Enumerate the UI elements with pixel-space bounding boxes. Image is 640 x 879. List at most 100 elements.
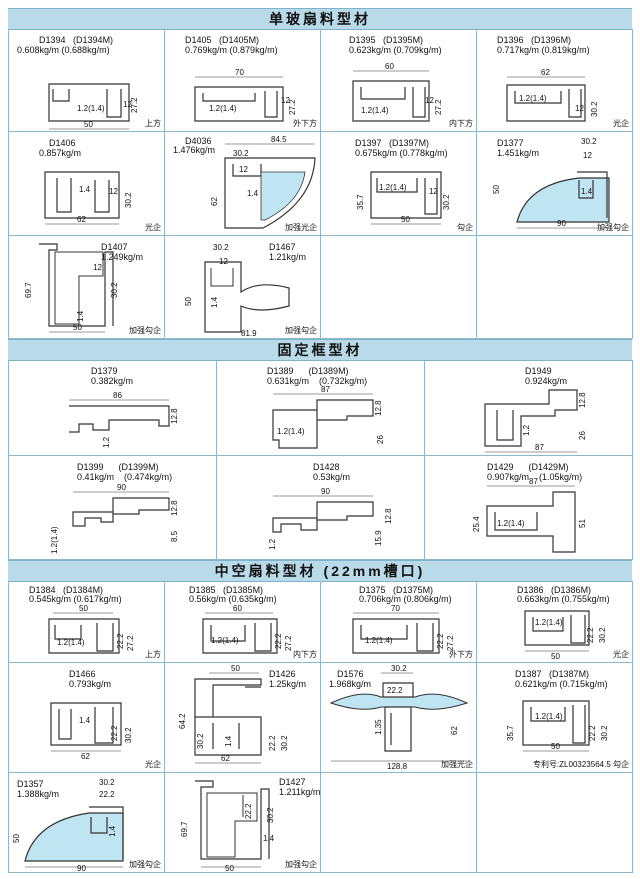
dim-label: 70 [235, 68, 244, 77]
dim-label: 1.2 [102, 436, 111, 448]
dim-label: 22.2 [268, 735, 277, 751]
dim-label: 1.4 [210, 296, 219, 308]
profile-drawing: 86 12.8 1.2 [69, 391, 179, 448]
profile-code: D1377 [497, 138, 524, 148]
dim-label: 25.4 [472, 516, 481, 532]
dim-label: 30.2 [442, 194, 451, 210]
dim-label: 128.8 [387, 762, 408, 771]
profile-cell: D1427 1.211kg/m 69.7 30.2 22.2 1.4 50 加强… [165, 773, 321, 873]
profile-code: D1379 [91, 366, 118, 376]
dim-label: 22.2 [110, 725, 119, 741]
profile-code: D4036 [185, 136, 212, 146]
profile-drawing: 70 1.2(1.4) 12 27.2 [194, 68, 297, 122]
dim-label: 1.2(1.4) [277, 427, 305, 436]
dim-label: 12 [219, 257, 228, 266]
dim-label: 15.9 [374, 530, 383, 546]
profile-note: 加强勾企 [129, 860, 161, 869]
profile-weight: 1.388kg/m [17, 789, 60, 799]
dim-label: 50 [551, 652, 560, 661]
section-title-fixed-frame: 固定框型材 [8, 339, 632, 361]
dim-label: 12.8 [170, 500, 179, 516]
dim-label: 22.2 [586, 627, 595, 643]
profile-weight: 1.211kg/m [279, 787, 321, 797]
dim-label: 12 [109, 187, 118, 196]
dim-label: 30.2 [391, 664, 407, 673]
dim-label: 69.7 [24, 282, 33, 298]
dim-label: 62 [81, 752, 90, 761]
dim-label: 30.2 [598, 627, 607, 643]
profile-cell: D1406 0.857kg/m 1.4 12 30.2 62 光企 [9, 132, 165, 236]
profile-drawing: 87 12.8 1.2(1.4) 26 [272, 385, 385, 449]
profile-code: D1428 [313, 462, 340, 472]
dim-label: 62 [541, 68, 550, 77]
profile-weight: 1.476kg/m [173, 145, 216, 155]
dim-label: 12 [583, 151, 592, 160]
dim-label: 1.2(1.4) [497, 519, 525, 528]
dim-label: 1.4 [263, 834, 275, 843]
profile-cell-empty [477, 236, 633, 339]
dim-label: 62 [77, 215, 86, 224]
profile-note: 加强勾企 [285, 326, 317, 335]
dim-label: 50 [12, 834, 21, 843]
dim-label: 30.2 [124, 192, 133, 208]
dim-label: 27.2 [434, 99, 443, 115]
profile-drawing: 30.2 22.2 1.35 62 128.8 [329, 664, 469, 771]
profile-drawing: 60 1.2(1.4) 12 27.2 [352, 62, 443, 122]
dim-label: 27.2 [126, 635, 135, 651]
dim-label: 50 [492, 185, 501, 194]
dim-label: 1.2(1.4) [379, 183, 407, 192]
dim-label: 60 [385, 62, 394, 71]
dim-label: 50 [73, 323, 82, 332]
profile-code: D1407 [101, 242, 128, 252]
dim-label: 51 [578, 519, 587, 528]
dim-label: 60 [233, 604, 242, 613]
dim-label: 30.2 [280, 735, 289, 751]
dim-label: 22.2 [387, 686, 403, 695]
profile-cell: D1576 1.968kg/m 30.2 22.2 1.35 62 128.8 … [321, 663, 477, 773]
profile-note: 光企 [145, 223, 161, 232]
dim-label: 62 [221, 754, 230, 763]
profile-cell: D1379 0.382kg/m 86 12.8 1.2 [9, 360, 217, 456]
dim-label: 35.7 [506, 725, 515, 741]
dim-label: 12 [425, 96, 434, 105]
dim-label: 84.5 [271, 135, 287, 144]
dim-label: 22.2 [99, 790, 115, 799]
dim-label: 35.7 [356, 194, 365, 210]
dim-label: 1.4 [108, 825, 117, 837]
profile-cell: D1467 1.21kg/m 30.2 12 50 1.4 81.9 加强勾企 [165, 236, 321, 339]
dim-label: 1.2(1.4) [361, 106, 389, 115]
dim-label: 86 [113, 391, 122, 400]
profile-cell: D1397 (D1397M) 0.675kg/m (0.778kg/m) 35.… [321, 132, 477, 236]
profile-note: 光企 [613, 650, 629, 659]
section-title-single-glass: 单玻扇料型材 [8, 8, 632, 30]
profile-cell: D1396 (D1396M) 0.717kg/m (0.819kg/m) 62 … [477, 29, 633, 132]
dim-label: 50 [401, 215, 410, 224]
profile-cell: D1389 (D1389M) 0.631kg/m (0.732kg/m) 87 … [217, 360, 425, 456]
profile-cell: D1405 (D1405M) 0.769kg/m (0.879kg/m) 70 … [165, 29, 321, 132]
profile-drawing: 30.2 22.2 50 1.4 90 [12, 778, 124, 873]
dim-label: 90 [77, 864, 86, 873]
profile-drawing: 50 1.2(1.4) 22.2 27.2 [48, 604, 135, 654]
dim-label: 22.2 [588, 725, 597, 741]
profile-drawing: 90 12.8 1.2(1.4) 8.5 [50, 483, 179, 554]
dim-label: 1.2(1.4) [365, 636, 393, 645]
dim-label: 1.2(1.4) [57, 638, 85, 647]
profile-drawing: 1.4 22.2 30.2 62 [50, 702, 133, 761]
profile-cell-empty [477, 773, 633, 873]
profile-weight: 0.857kg/m [39, 148, 82, 158]
dim-label: 30.2 [600, 725, 609, 741]
profile-note: 内下方 [449, 119, 473, 128]
dim-label: 27.2 [446, 635, 455, 651]
profile-weight: 0.53kg/m [313, 472, 351, 482]
dim-label: 90 [117, 483, 126, 492]
dim-label: 62 [210, 197, 219, 206]
profile-cell: D4036 1.476kg/m 84.5 30.2 12 1.4 62 加强光企 [165, 132, 321, 236]
dim-label: 81.9 [241, 329, 257, 338]
profile-cell-empty [321, 236, 477, 339]
profile-cell: D1377 1.451kg/m 30.2 12 50 1.4 90 加强勾企 [477, 132, 633, 236]
dim-label: 70 [391, 604, 400, 613]
profile-drawing: 1.2(1.4) 12 27.2 50 [48, 83, 139, 130]
dim-label: 12.8 [374, 400, 383, 416]
dim-label: 1.2(1.4) [50, 526, 59, 554]
dim-label: 12.8 [384, 508, 393, 524]
